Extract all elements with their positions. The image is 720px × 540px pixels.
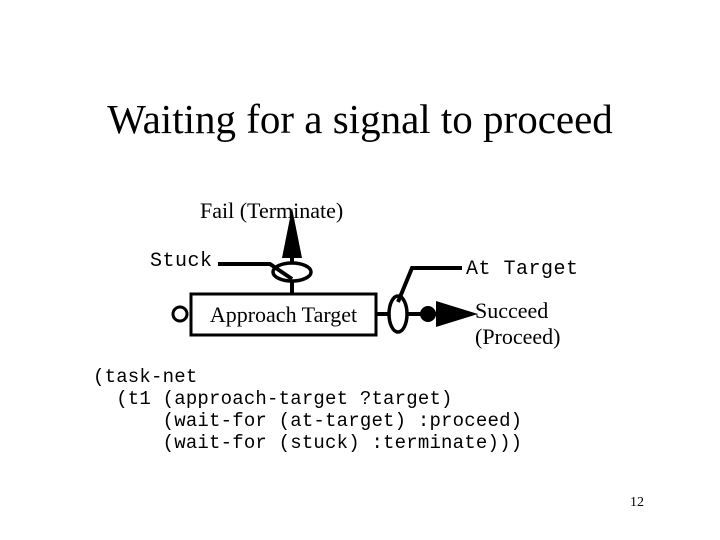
label-succeed-proceed: Succeed (Proceed) <box>475 298 561 350</box>
page-number: 12 <box>630 495 644 510</box>
label-stuck: Stuck <box>150 250 213 273</box>
top-output-port-icon[interactable] <box>271 261 313 283</box>
task-network-diagram: Approach Target Fail (Terminate) Stuck A… <box>0 180 720 370</box>
stuck-leader-line <box>218 262 294 281</box>
task-box-approach-target[interactable] <box>189 292 378 337</box>
label-succeed-line2: (Proceed) <box>475 324 561 349</box>
page-title: Waiting for a signal to proceed <box>107 96 613 143</box>
diagram-vector-layer <box>171 208 478 337</box>
succeed-arrowhead-icon <box>436 301 478 327</box>
left-input-port-icon[interactable] <box>171 305 189 323</box>
fail-arrowhead-icon <box>282 208 302 258</box>
succeed-link-dot-icon <box>420 306 436 322</box>
task-box-label: Approach Target <box>209 301 358 327</box>
label-succeed-line1: Succeed <box>475 298 549 323</box>
at-target-leader-line <box>396 266 462 303</box>
task-net-code-block: (task-net (t1 (approach-target ?target) … <box>93 366 523 454</box>
label-fail-terminate: Fail (Terminate) <box>200 198 344 223</box>
label-at-target: At Target <box>466 258 579 281</box>
